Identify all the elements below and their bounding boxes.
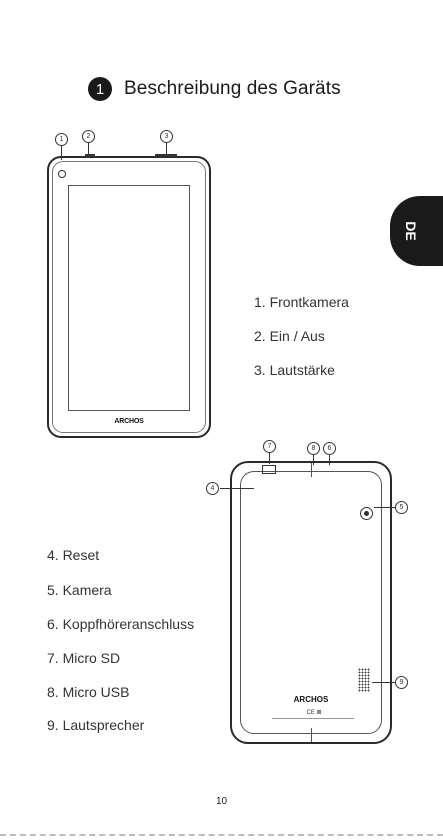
callout-leader-2 [88, 142, 89, 154]
callout-4: 4 [206, 482, 219, 495]
micro-sd-slot [262, 465, 276, 474]
feature-speaker: 9. Lautsprecher [47, 717, 144, 733]
tablet-front-illustration: ARCHOS [47, 156, 211, 438]
fine-print-line [272, 718, 354, 725]
callout-9: 9 [395, 676, 408, 689]
callout-2: 2 [82, 130, 95, 143]
feature-power: 2. Ein / Aus [254, 328, 325, 344]
feature-volume: 3. Lautstärke [254, 362, 335, 378]
feature-front-camera: 1. Frontkamera [254, 294, 349, 310]
speaker-grille [358, 668, 370, 692]
callout-7: 7 [263, 440, 276, 453]
tablet-screen [68, 185, 190, 411]
feature-headphone-jack: 6. Koppfhöreranschluss [47, 616, 194, 632]
volume-button-shape [155, 154, 177, 157]
front-brand-logo: ARCHOS [49, 418, 209, 425]
callout-1: 1 [55, 133, 68, 146]
back-brand-logo: ARCHOS [232, 695, 390, 704]
tablet-back-illustration: ARCHOS CE ⊠ [230, 461, 392, 744]
back-seam-bottom [311, 728, 312, 742]
front-camera-lens [58, 170, 66, 178]
callout-leader-3 [166, 142, 167, 154]
callout-3: 3 [160, 130, 173, 143]
feature-reset: 4. Reset [47, 547, 99, 563]
rear-camera-lens [360, 507, 373, 520]
callout-5: 5 [395, 501, 408, 514]
page-divider [0, 834, 443, 836]
callout-leader-9 [372, 682, 396, 683]
callout-leader-7 [269, 452, 270, 464]
callout-leader-5 [374, 507, 396, 508]
power-button-shape [85, 154, 95, 157]
callout-6: 6 [323, 442, 336, 455]
feature-micro-sd: 7. Micro SD [47, 650, 120, 666]
feature-camera: 5. Kamera [47, 582, 112, 598]
language-tab-label: DE [396, 216, 426, 246]
callout-leader-1 [61, 144, 62, 160]
back-seam-top [311, 463, 312, 477]
certification-marks: CE ⊠ [278, 709, 350, 717]
section-title: Beschreibung des Garäts [124, 78, 341, 100]
page-number: 10 [0, 796, 443, 807]
feature-micro-usb: 8. Micro USB [47, 684, 129, 700]
callout-8: 8 [307, 442, 320, 455]
section-number-badge: 1 [88, 77, 112, 101]
section-heading: 1 Beschreibung des Garäts [88, 76, 341, 102]
language-tab: DE [390, 196, 443, 266]
callout-leader-4 [220, 488, 254, 489]
